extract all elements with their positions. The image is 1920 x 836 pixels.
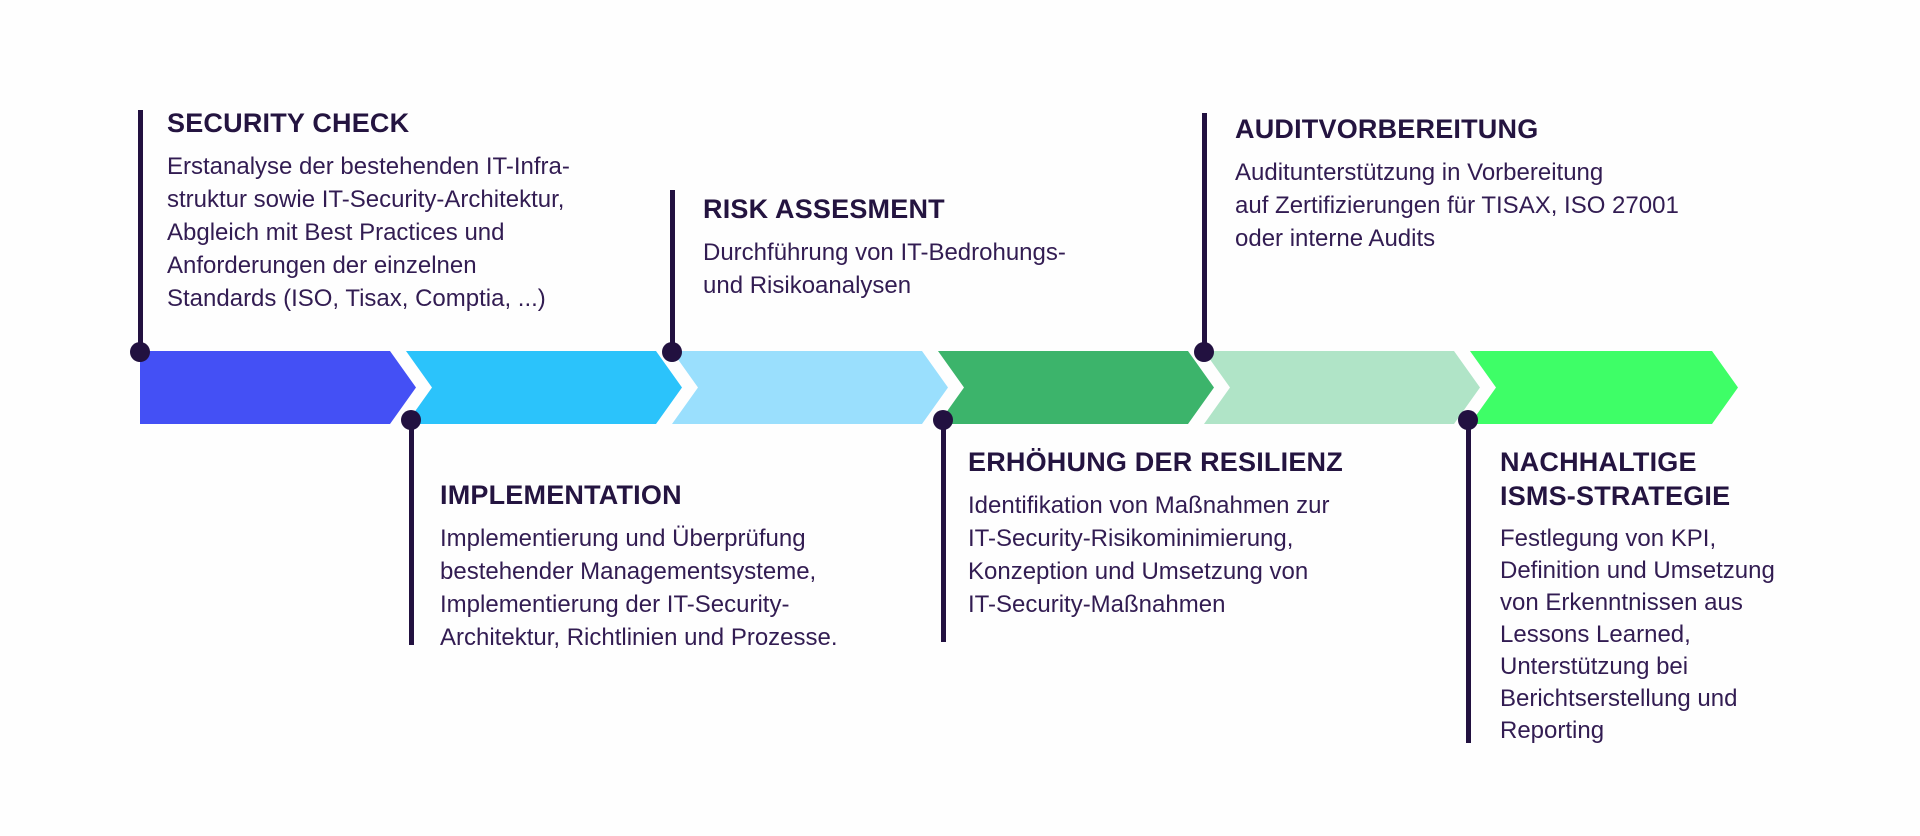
arrow-segment-erhoehung-der-resilienz — [938, 351, 1214, 424]
connector-dot-nachhaltige-isms-strategie — [1458, 410, 1478, 430]
arrow-segment-nachhaltige-isms-strategie — [1470, 351, 1738, 424]
connector-line-implementation — [409, 420, 414, 645]
step-title: IMPLEMENTATION — [440, 480, 682, 510]
connector-dot-security-check — [130, 342, 150, 362]
step-description: Implementierung und Überprüfung bestehen… — [440, 525, 838, 651]
connector-line-risk-assesment — [670, 190, 675, 353]
arrow-segment-risk-assesment — [672, 351, 948, 424]
step-callout-risk-assesment: RISK ASSESMENT Durchführung von IT-Bedro… — [703, 192, 1243, 302]
step-callout-security-check: SECURITY CHECK Erstanalyse der bestehend… — [167, 106, 707, 315]
connector-line-nachhaltige-isms-strategie — [1466, 420, 1471, 743]
step-title: SECURITY CHECK — [167, 108, 410, 138]
connector-line-erhoehung-der-resilienz — [941, 420, 946, 642]
arrow-segment-implementation — [406, 351, 682, 424]
connector-dot-erhoehung-der-resilienz — [933, 410, 953, 430]
step-title: RISK ASSESMENT — [703, 194, 945, 224]
step-callout-erhoehung-der-resilienz: ERHÖHUNG DER RESILIENZ Identifikation vo… — [968, 445, 1508, 621]
step-title: NACHHALTIGE ISMS-STRATEGIE — [1500, 447, 1731, 511]
step-callout-implementation: IMPLEMENTATION Implementierung und Überp… — [440, 478, 980, 654]
step-description: Durchführung von IT-Bedrohungs- und Risi… — [703, 239, 1066, 299]
step-description: Festlegung von KPI, Definition und Umset… — [1500, 525, 1775, 744]
step-title: ERHÖHUNG DER RESILIENZ — [968, 447, 1343, 477]
arrow-segment-auditvorbereitung — [1204, 351, 1480, 424]
arrow-segment-security-check — [140, 351, 416, 424]
step-callout-nachhaltige-isms-strategie: NACHHALTIGE ISMS-STRATEGIE Festlegung vo… — [1500, 445, 1900, 747]
step-title: AUDITVORBEREITUNG — [1235, 114, 1539, 144]
connector-line-auditvorbereitung — [1202, 113, 1207, 353]
connector-dot-auditvorbereitung — [1194, 342, 1214, 362]
connector-line-security-check — [138, 110, 143, 353]
step-description: Auditunterstützung in Vorbereitung auf Z… — [1235, 159, 1679, 252]
step-description: Erstanalyse der bestehenden IT-Infra- st… — [167, 153, 570, 312]
step-callout-auditvorbereitung: AUDITVORBEREITUNG Auditunterstützung in … — [1235, 112, 1795, 255]
step-description: Identifikation von Maßnahmen zur IT-Secu… — [968, 492, 1330, 618]
timeline-arrow-band — [140, 351, 1738, 424]
connector-dot-risk-assesment — [662, 342, 682, 362]
connector-dot-implementation — [401, 410, 421, 430]
